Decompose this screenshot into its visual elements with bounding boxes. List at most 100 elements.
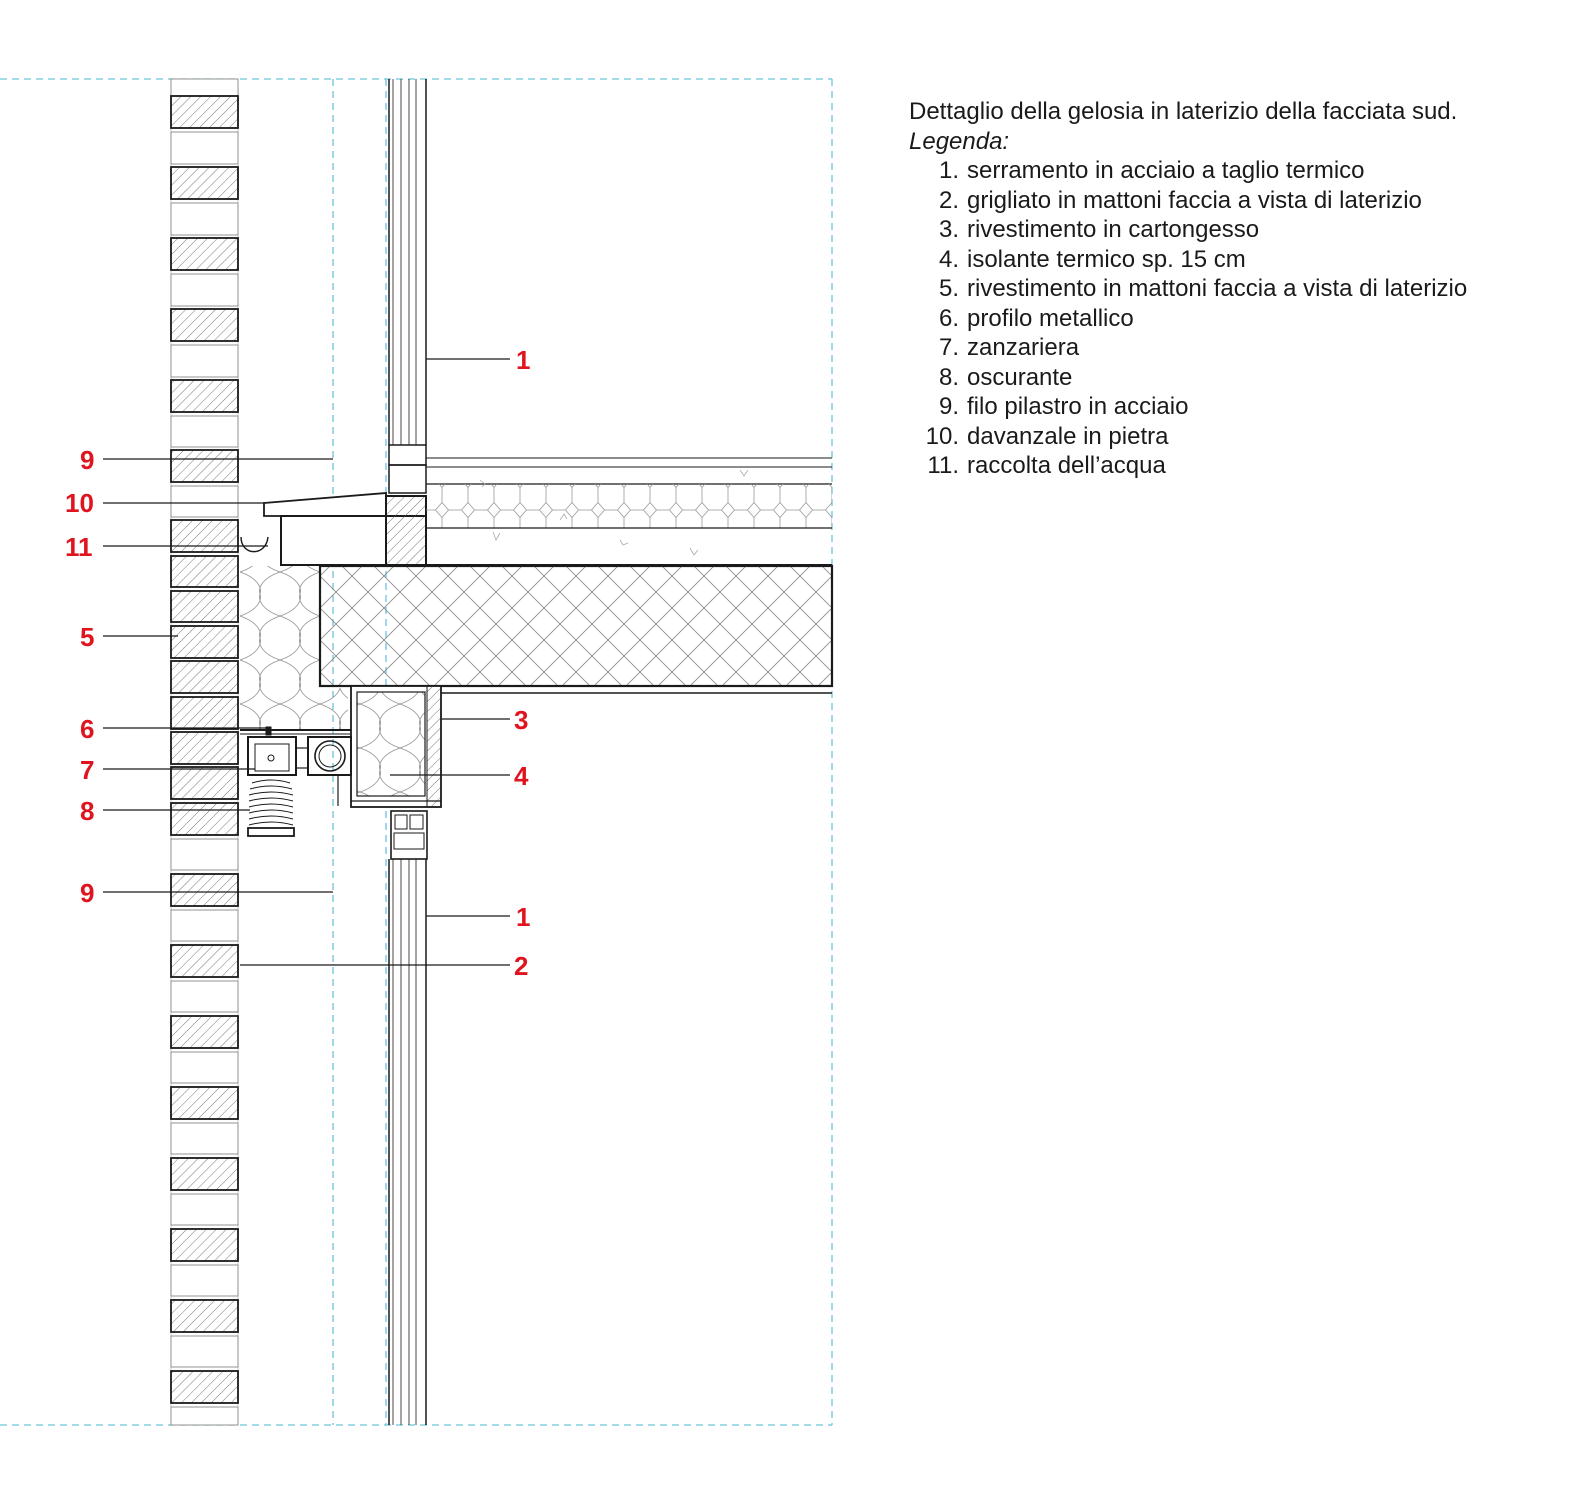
callout-3: 3 bbox=[514, 705, 528, 735]
window-frame-lower bbox=[388, 810, 428, 1425]
callout-8: 8 bbox=[80, 796, 94, 826]
brick-section bbox=[170, 944, 239, 978]
brick-section bbox=[170, 95, 239, 129]
section-detail-drawing: 1 9 10 11 5 6 7 8 9 3 4 1 2 bbox=[0, 78, 834, 1426]
brick-section bbox=[170, 1086, 239, 1120]
legend-item-text: zanzariera bbox=[967, 334, 1080, 361]
brick-section bbox=[170, 1370, 239, 1404]
floor-layers bbox=[426, 457, 832, 566]
legend-item-number: 2. bbox=[938, 186, 959, 214]
legend-item: 1. serramento in acciaio a taglio termico bbox=[909, 156, 1579, 186]
brick-elevation bbox=[170, 273, 239, 307]
legend-item-number: 11. bbox=[927, 452, 959, 479]
brick-elevation bbox=[170, 78, 239, 97]
legend-item: 2. grigliato in mattoni faccia a vista di… bbox=[909, 186, 1579, 216]
brick-section bbox=[170, 449, 239, 483]
brick-elevation bbox=[170, 1335, 239, 1368]
legend-item-text: serramento in acciaio a taglio termico bbox=[967, 157, 1365, 184]
legend-item: 10. davanzale in pietra bbox=[909, 422, 1579, 452]
legend-list: 1. serramento in acciaio a taglio termico… bbox=[909, 156, 1579, 481]
legend-item-number: 8. bbox=[938, 363, 959, 391]
brick-section bbox=[170, 1299, 239, 1333]
legend-item: 9. filo pilastro in acciaio bbox=[909, 392, 1579, 422]
legend-title: Dettaglio della gelosia in laterizio del… bbox=[909, 98, 1458, 125]
brick-elevation bbox=[170, 485, 239, 518]
brick-elevation bbox=[170, 909, 239, 942]
brick-section bbox=[170, 379, 239, 413]
callout-10: 10 bbox=[65, 488, 94, 518]
callout-4: 4 bbox=[514, 761, 529, 791]
brick-section bbox=[170, 696, 239, 730]
plasterboard-hatch bbox=[426, 685, 442, 808]
brick-elevation bbox=[170, 1122, 239, 1155]
legend-heading: Legenda: bbox=[909, 127, 1010, 155]
legend-item: 6. profilo metallico bbox=[909, 304, 1579, 334]
brick-lattice-column bbox=[170, 78, 239, 1426]
legend-item-text: davanzale in pietra bbox=[967, 422, 1169, 450]
brick-section bbox=[170, 308, 239, 342]
legend-item: 8.oscurante bbox=[909, 363, 1579, 393]
callout-7: 7 bbox=[80, 755, 94, 785]
brick-elevation bbox=[170, 344, 239, 378]
brick-section bbox=[170, 166, 239, 200]
legend-item: 4. isolante termico sp. 15 cm bbox=[909, 245, 1579, 275]
legend-item-text: filo pilastro in acciaio bbox=[967, 393, 1189, 420]
brick-section bbox=[170, 625, 239, 659]
shutter-roller bbox=[247, 736, 352, 837]
brick-elevation bbox=[170, 980, 239, 1013]
legend-item-number: 9. bbox=[938, 393, 959, 420]
brick-section bbox=[170, 731, 239, 765]
brick-section bbox=[170, 555, 239, 588]
callout-11: 11 bbox=[65, 532, 93, 562]
legend-item: 7. zanzariera bbox=[909, 333, 1579, 363]
brick-elevation bbox=[170, 1406, 239, 1426]
brick-elevation bbox=[170, 838, 239, 871]
legend-item-text: profilo metallico bbox=[967, 304, 1134, 332]
legend-item-number: 5. bbox=[938, 275, 959, 302]
legend-item-number: 10. bbox=[925, 422, 959, 450]
brick-elevation bbox=[170, 1193, 239, 1226]
legend-item-text: rivestimento in cartongesso bbox=[967, 216, 1260, 243]
brick-section bbox=[170, 519, 239, 553]
brick-elevation bbox=[170, 1051, 239, 1084]
callout-2: 2 bbox=[514, 951, 528, 981]
water-gutter bbox=[240, 536, 269, 553]
callout-1-top: 1 bbox=[516, 345, 530, 375]
brick-section bbox=[170, 802, 239, 836]
window-frame-upper bbox=[388, 79, 427, 494]
brick-section bbox=[170, 766, 239, 800]
legend-item-number: 7. bbox=[938, 334, 959, 361]
callout-1-bottom: 1 bbox=[516, 902, 530, 932]
legend-item-text: rivestimento in mattoni faccia a vista d… bbox=[967, 275, 1468, 302]
legend-item-number: 3. bbox=[938, 216, 959, 243]
legend-item-number: 4. bbox=[938, 245, 959, 273]
legend-item-number: 1. bbox=[938, 157, 959, 184]
callout-9-bottom: 9 bbox=[80, 878, 94, 908]
concrete-slab bbox=[318, 564, 834, 688]
brick-section bbox=[170, 1228, 239, 1262]
brick-elevation bbox=[170, 415, 239, 448]
insect-screen bbox=[247, 736, 309, 776]
legend-item: 3. rivestimento in cartongesso bbox=[909, 215, 1579, 245]
legend-item-number: 6. bbox=[938, 304, 959, 332]
brick-section bbox=[170, 1015, 239, 1049]
legend-item-text: grigliato in mattoni faccia a vista di l… bbox=[967, 186, 1422, 214]
soffit-insulation bbox=[356, 691, 426, 797]
legend-item-text: isolante termico sp. 15 cm bbox=[967, 245, 1246, 273]
callout-6: 6 bbox=[80, 714, 94, 744]
metal-profile bbox=[240, 726, 351, 736]
callout-labels: 1 9 10 11 5 6 7 8 9 3 4 1 2 bbox=[65, 345, 530, 981]
brick-elevation bbox=[170, 1264, 239, 1297]
legend-item: 5. rivestimento in mattoni faccia a vista… bbox=[909, 274, 1579, 304]
brick-section bbox=[170, 873, 239, 907]
cavity-insulation bbox=[240, 566, 348, 730]
legend-panel: Dettaglio della gelosia in laterizio del… bbox=[909, 97, 1579, 481]
brick-elevation bbox=[170, 131, 239, 165]
legend-item-text: raccolta dell’acqua bbox=[967, 452, 1166, 479]
brick-elevation bbox=[170, 202, 239, 236]
brick-section bbox=[170, 660, 239, 694]
leader-lines bbox=[103, 358, 510, 966]
screed-aggregate bbox=[479, 469, 749, 556]
callout-9-top: 9 bbox=[80, 445, 94, 475]
brick-section bbox=[170, 237, 239, 271]
